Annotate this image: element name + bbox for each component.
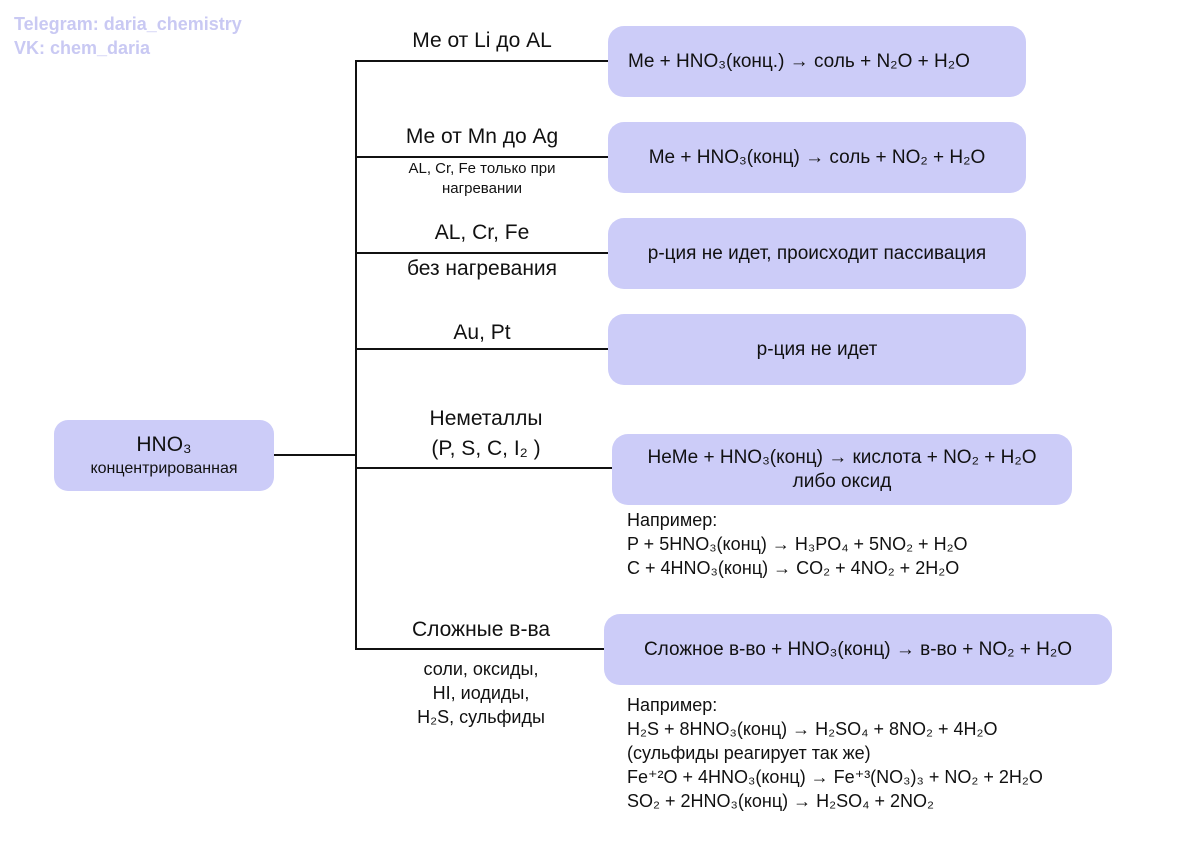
result-text-3: р-ция не идет, происходит пассивация <box>647 242 987 264</box>
root-connector <box>274 454 356 456</box>
branch-line-1 <box>355 60 609 62</box>
result-text-5b: либо оксид <box>792 470 892 492</box>
branch-label-2: Ме от Mn до Ag <box>405 125 559 148</box>
root-title: HNO₃ <box>136 432 192 456</box>
root-subtitle: концентрированная <box>90 459 238 477</box>
branch-note-6b: HI, иодиды, <box>432 683 530 703</box>
branch-note-6a: соли, оксиды, <box>423 659 539 679</box>
result-box-4: р-ция не идет <box>608 314 1026 385</box>
branch-line-6 <box>355 648 605 650</box>
example-5-line: Например: <box>627 510 718 530</box>
result-box-5: HeMe + HNO₃(конц) → кислота + NO₂ + H₂O … <box>612 434 1072 505</box>
example-6-line: H₂S + 8HNO₃(конц) → H₂SO₄ + 8NO₂ + 4H₂O <box>627 719 998 739</box>
result-text-4: р-ция не идет <box>756 338 878 360</box>
watermark-telegram: Telegram: daria_chemistry <box>14 14 242 34</box>
root-node: HNO₃ концентрированная <box>54 420 274 491</box>
branch-note-6c: H₂S, сульфиды <box>417 707 545 727</box>
result-box-2: Me + HNO₃(конц) → соль + NO₂ + H₂O <box>608 122 1026 193</box>
branch-label-6: Сложные в-ва <box>411 618 551 641</box>
example-6-line: (сульфиды реагирует так же) <box>627 743 871 763</box>
branch-line-4 <box>355 348 609 350</box>
branch-label-3: AL, Cr, Fe <box>434 221 530 244</box>
vertical-trunk <box>355 60 357 650</box>
branch-label-5: Неметаллы <box>429 407 543 430</box>
example-5-line: C + 4HNO₃(конц) → CO₂ + 4NO₂ + 2H₂O <box>627 558 960 578</box>
example-5-line: P + 5HNO₃(конц) → H₃PO₄ + 5NO₂ + H₂O <box>627 534 968 554</box>
result-text-5a: HeMe + HNO₃(конц) → кислота + NO₂ + H₂O <box>647 446 1037 468</box>
branch-label-3b: без нагревания <box>406 257 558 280</box>
example-block-6: Например: H₂S + 8HNO₃(конц) → H₂SO₄ + 8N… <box>627 693 1043 813</box>
result-text-6: Сложное в-во + HNO₃(конц) → в-во + NO₂ +… <box>643 638 1073 660</box>
result-text-1: Me + HNO₃(конц.) → соль + N₂O + H₂O <box>628 50 970 72</box>
branch-note-2a: AL, Cr, Fe только при <box>408 160 556 177</box>
branch-line-2 <box>355 156 609 158</box>
result-box-3: р-ция не идет, происходит пассивация <box>608 218 1026 289</box>
example-6-line: Fe⁺²O + 4HNO₃(конц) → Fe⁺³(NO₃)₃ + NO₂ +… <box>627 767 1043 787</box>
example-block-5: Например: P + 5HNO₃(конц) → H₃PO₄ + 5NO₂… <box>627 508 968 580</box>
watermark-vk: VK: chem_daria <box>14 38 151 58</box>
result-text-2: Me + HNO₃(конц) → соль + NO₂ + H₂O <box>648 146 986 168</box>
branch-label-4: Au, Pt <box>453 321 511 344</box>
result-box-1: Me + HNO₃(конц.) → соль + N₂O + H₂O <box>608 26 1026 97</box>
result-box-6: Сложное в-во + HNO₃(конц) → в-во + NO₂ +… <box>604 614 1112 685</box>
branch-line-3 <box>355 252 609 254</box>
branch-label-1: Ме от Li до AL <box>412 29 552 52</box>
example-6-line: SO₂ + 2HNO₃(конц) → H₂SO₄ + 2NO₂ <box>627 791 935 811</box>
branch-note-2b: нагревании <box>442 180 522 197</box>
example-6-line: Например: <box>627 695 718 715</box>
branch-line-5 <box>355 467 613 469</box>
branch-label-5b: (P, S, C, I₂ ) <box>431 437 541 460</box>
